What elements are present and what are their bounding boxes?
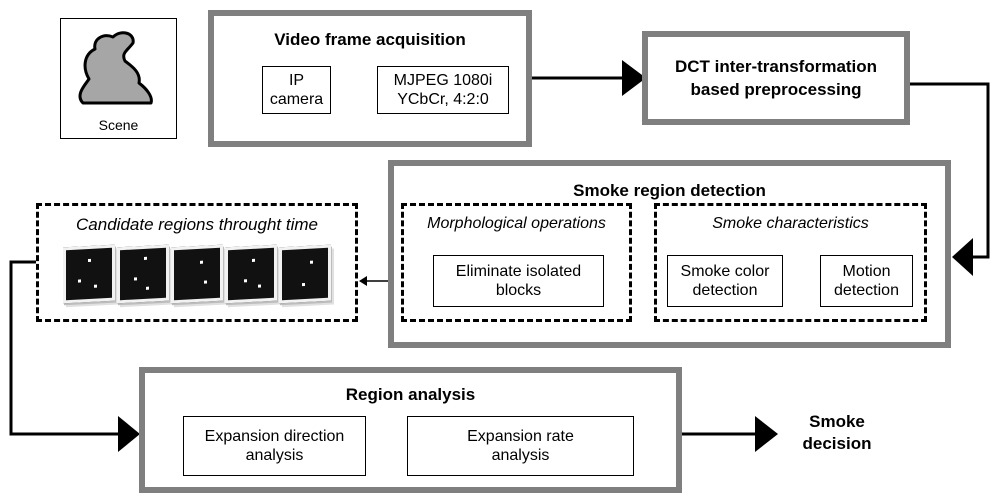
dct-line-2: based preprocessing (690, 79, 862, 99)
format-line-1: MJPEG 1080i (393, 71, 493, 89)
smoke-color-line-1: Smoke color (680, 262, 770, 280)
arrow-candidates-to-analysis (9, 260, 120, 436)
candidate-frame (117, 244, 169, 304)
eliminate-line-1: Eliminate isolated (455, 262, 582, 280)
candidate-frame (171, 244, 223, 304)
arrowhead-dct (622, 60, 646, 96)
motion-line-2: detection (834, 282, 899, 299)
smoke-decision-label: Smoke decision (782, 412, 892, 454)
acquisition-title: Video frame acquisition (274, 30, 466, 49)
scene-smoke-icon (78, 31, 153, 105)
characteristics-title: Smoke characteristics (712, 215, 869, 232)
arrowhead-candidates (359, 276, 367, 286)
scene-box: Scene (60, 18, 177, 139)
rate-line-2: analysis (491, 447, 550, 464)
motion-line-1: Motion (842, 262, 891, 280)
candidate-regions-title: Candidate regions throught time (76, 215, 318, 234)
format-line-2: YCbCr, 4:2:0 (397, 91, 489, 108)
rate-line-1: Expansion rate (467, 427, 574, 445)
candidate-frames (63, 244, 353, 316)
arrowhead-detection (952, 238, 973, 276)
smoke-color-box: Smoke color detection (667, 255, 783, 307)
ip-camera-box: IP camera (262, 66, 331, 114)
expansion-rate-box: Expansion rate analysis (407, 416, 634, 476)
motion-detection-box: Motion detection (820, 255, 913, 307)
decision-line-2: decision (802, 434, 872, 453)
arrowhead-analysis (118, 416, 140, 452)
region-analysis-title: Region analysis (345, 385, 476, 404)
scene-label: Scene (98, 117, 139, 133)
direction-line-2: analysis (245, 447, 304, 464)
smoke-detection-title: Smoke region detection (573, 181, 766, 200)
decision-line-1: Smoke (809, 412, 865, 431)
candidate-frame (63, 244, 115, 304)
expansion-direction-box: Expansion direction analysis (183, 416, 366, 476)
candidate-frame (225, 244, 277, 304)
candidate-regions-group: Candidate regions throught time (36, 203, 358, 322)
ip-camera-line-1: IP (288, 71, 305, 89)
smoke-color-line-2: detection (692, 282, 758, 299)
eliminate-blocks-box: Eliminate isolated blocks (433, 255, 604, 307)
candidate-frame (279, 244, 331, 304)
arrowhead-decision (755, 416, 778, 452)
format-box: MJPEG 1080i YCbCr, 4:2:0 (377, 66, 509, 114)
dct-line-1: DCT inter-transformation (674, 56, 878, 76)
eliminate-line-2: blocks (495, 282, 542, 299)
ip-camera-line-2: camera (269, 91, 324, 108)
morphological-title: Morphological operations (427, 215, 606, 232)
dct-preprocessing-box: DCT inter-transformation based preproces… (642, 31, 910, 125)
direction-line-1: Expansion direction (204, 427, 345, 445)
